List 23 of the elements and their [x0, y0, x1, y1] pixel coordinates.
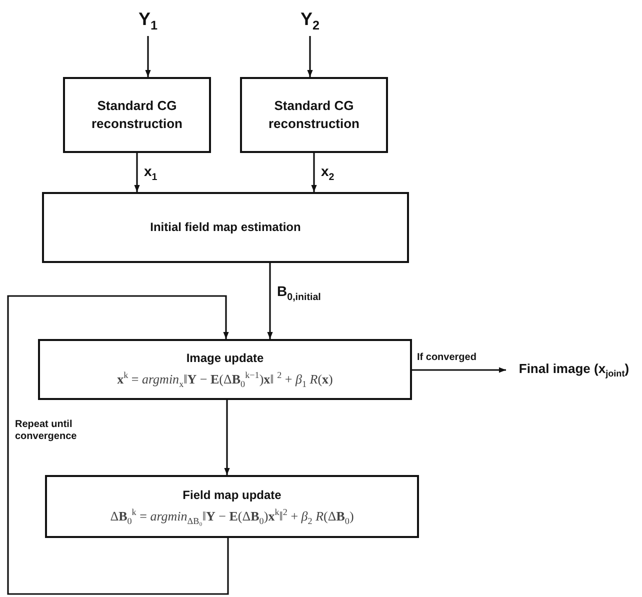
arrow	[224, 400, 230, 475]
arrow	[7, 295, 229, 595]
arrow	[307, 36, 313, 77]
arrow	[311, 153, 317, 192]
arrow	[145, 36, 151, 77]
formula: ΔB$_{0}$$^{k}$ = argmin$_{ΔB₀}$‖Y − E(ΔB$_{0}$)x$^{k}$‖$^{2}$ + β$_{2}$ R(ΔB$_{0}$)	[110, 506, 354, 526]
arrow	[134, 153, 140, 192]
box-title: Initial field map estimation	[150, 219, 301, 236]
arrow	[267, 263, 273, 339]
box-title: Standard CG reconstruction	[267, 97, 360, 133]
process-box	[45, 475, 419, 538]
process-box	[42, 192, 409, 263]
node-label: Final image (x$_{joint}$)	[518, 361, 630, 379]
process-box	[38, 339, 412, 400]
box-title: Image update	[186, 350, 264, 367]
box-title: Field map update	[182, 487, 282, 504]
node-label: Y$_{2}$	[300, 9, 320, 33]
process-box	[63, 77, 211, 153]
formula: x$^{k}$ = argmin$_{x}$‖Y − E(ΔB$_{0}$$^{k−1}$)x‖ $^{2}$ + β$_{1}$ R(x)	[117, 370, 333, 389]
box-title: Standard CG reconstruction	[90, 97, 184, 133]
node-label: Y$_{1}$	[138, 9, 158, 33]
arrow	[412, 367, 506, 373]
process-box	[240, 77, 388, 153]
